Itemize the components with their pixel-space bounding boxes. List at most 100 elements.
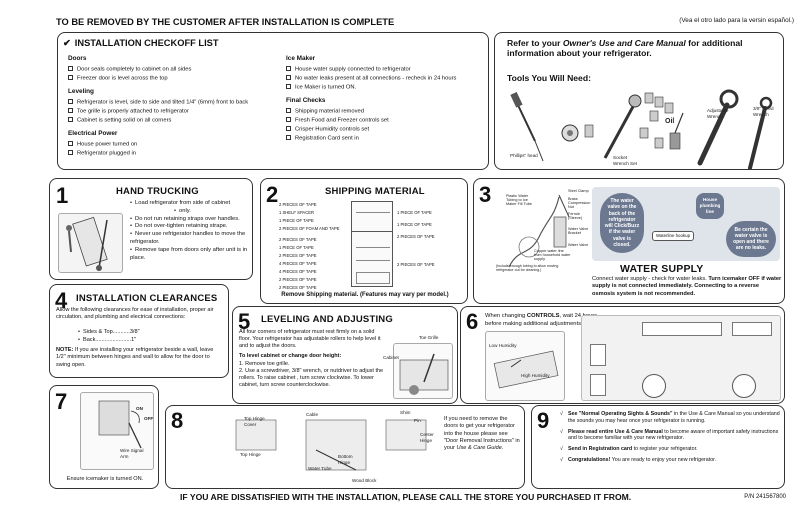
water-supply-text: Connect water supply - check for water l…: [592, 276, 782, 297]
check-item[interactable]: No water leaks present at all connection…: [286, 75, 486, 83]
tools-panel: Refer to your Owner's Use and Care Manua…: [494, 32, 784, 170]
check-item[interactable]: Door seals completely to cabinet on all …: [68, 66, 293, 74]
doors-heading: Doors: [68, 55, 87, 62]
checkbox[interactable]: [286, 75, 291, 81]
step-3-panel: 3 Plastic Water Tubing to Ice Maker Fill…: [473, 178, 785, 304]
door-label: Shim: [400, 410, 411, 415]
waterline-hookup-label: Waterline hookup: [652, 231, 695, 241]
screwdriver-icon: [510, 91, 544, 162]
check-item[interactable]: Toe grille is properly attached to refri…: [68, 107, 293, 116]
checkbox[interactable]: [68, 149, 73, 155]
step-2-panel: 2 SHIPPING MATERIAL 2 PIECES OF TAPE 1 S…: [260, 178, 468, 304]
final-heading: Final Checks: [286, 96, 326, 104]
door-label: Top Hinge Cover: [244, 416, 265, 427]
step-7-panel: 7 ON OFF Wire Signal Arm Ensure icemaker…: [49, 385, 159, 489]
water-supply-title: WATER SUPPLY: [620, 263, 704, 275]
valve-click-bubble: The water valve on the back of the refri…: [600, 193, 644, 253]
step-number: 5: [238, 309, 251, 334]
final-steps-list: √See "Normal Operating Sights & Sounds" …: [560, 411, 780, 463]
door-label: Pin: [414, 418, 421, 423]
check-item[interactable]: Registration Card sent in: [286, 134, 486, 143]
door-label: Water Tube: [308, 466, 332, 471]
step-number: 2: [266, 182, 279, 207]
controls-text: When changing CONTROLS, wait 24 hours be…: [485, 313, 598, 327]
checkbox[interactable]: [68, 140, 73, 146]
adjustable-label: Adjustable Wrench: [707, 108, 729, 119]
control-panel-illustration: [581, 315, 781, 401]
off-label: OFF: [144, 416, 154, 421]
socket-icon: [561, 124, 594, 142]
door-label: Cable: [306, 412, 319, 417]
humidity-control-illustration: [485, 331, 565, 401]
clearances-note: NOTE: If you are installing your refrige…: [56, 347, 214, 368]
door-label: Center Hinge: [420, 432, 434, 443]
house-plumbing-bubble: House plumbing line: [696, 193, 724, 219]
water-label: Water Valve Bracket: [568, 227, 589, 236]
step-title: INSTALLATION CLEARANCES: [76, 293, 218, 304]
checklist-title-row: ✔INSTALLATION CHECKOFF LIST: [63, 38, 219, 50]
cabinet-label: Cabinet: [383, 355, 399, 360]
step-4-panel: 4 INSTALLATION CLEARANCES Allow the foll…: [49, 284, 229, 378]
check-item[interactable]: House power turned on: [68, 140, 293, 149]
leveling-heading: Leveling: [68, 87, 94, 95]
oil-can-icon: [669, 112, 684, 150]
checkbox[interactable]: [286, 125, 291, 131]
water-label: Ferrule (Sleeve): [568, 212, 583, 221]
checkbox[interactable]: [286, 134, 291, 140]
spanish-note: (Vea el otro lado para la versin español…: [679, 17, 794, 24]
tools-heading: Tools You Will Need:: [507, 73, 591, 83]
footer-text: IF YOU ARE DISSATISFIED WITH THE INSTALL…: [180, 492, 632, 502]
step-number: 4: [55, 288, 68, 313]
checkbox[interactable]: [68, 98, 73, 104]
checkbox[interactable]: [68, 75, 73, 81]
step-title: HAND TRUCKING: [116, 186, 199, 197]
check-item[interactable]: Freezer door is level across the top: [68, 75, 293, 83]
water-label: Water Valve: [568, 243, 589, 247]
fixed-wrench-icon: [748, 96, 773, 169]
clearance-list: Sides & Top...........3/8" Back.........…: [78, 329, 140, 345]
water-line-illustration: [499, 187, 587, 273]
check-item[interactable]: Refrigerator is level, side to side and …: [68, 98, 293, 107]
checkbox[interactable]: [286, 66, 291, 71]
water-label: Copper water line from household water s…: [534, 249, 571, 262]
shipping-caption: Remove Shipping material. (Features may …: [281, 292, 449, 298]
phillips-label: Phillips" head: [510, 153, 538, 158]
check-item[interactable]: Ice Maker is turned ON.: [286, 84, 486, 92]
water-label: (Include enough tubing to allow moving r…: [496, 264, 559, 272]
checkbox[interactable]: [68, 116, 73, 122]
step-title: LEVELING AND ADJUSTING: [261, 314, 393, 325]
fixed-label: 3/8" Fixed Wrench: [753, 106, 774, 117]
checklist-col-left: Doors Door seals completely to cabinet o…: [68, 55, 293, 159]
check-item[interactable]: Cabinet is setting solid on all corners: [68, 116, 293, 125]
check-item[interactable]: Fresh Food and Freezer controls set: [286, 116, 486, 125]
icemaker-caption: Ensure icemaker is turned ON.: [66, 476, 144, 482]
roller-illustration: [393, 343, 453, 399]
step-number: 6: [466, 309, 479, 334]
door-removal-text: If you need to remove the doors to get y…: [444, 416, 520, 452]
shipping-left-labels: 2 PIECES OF TAPE 1 SHELF SPACER 1 PIECE …: [279, 202, 340, 290]
socket-wrench-icon: [603, 92, 674, 159]
check-item[interactable]: Shipping material removed: [286, 107, 486, 116]
checkbox[interactable]: [286, 107, 291, 113]
step-title: SHIPPING MATERIAL: [325, 186, 425, 197]
icemaker-illustration: [80, 392, 154, 470]
step-number: 9: [537, 408, 550, 433]
water-label: Plastic Water Tubing to Ice Maker Fill T…: [506, 194, 532, 207]
step-8-panel: 8 Top Hinge Cover Cable Shim Pin Center …: [165, 405, 525, 489]
on-label: ON: [136, 406, 143, 411]
check-item[interactable]: Crisper Humidity controls set: [286, 125, 486, 134]
checkbox[interactable]: [68, 66, 73, 71]
checklist-col-right: Ice Maker House water supply connected t…: [286, 55, 486, 144]
high-humidity-label: High Humidity: [521, 373, 550, 378]
checkbox[interactable]: [286, 84, 291, 90]
step-1-panel: 1 HAND TRUCKING Load refrigerator from s…: [49, 178, 253, 280]
step-number: 1: [56, 183, 69, 208]
check-item[interactable]: House water supply connected to refriger…: [286, 66, 486, 74]
checkbox[interactable]: [286, 116, 291, 122]
toe-grille-label: Toe Grille: [419, 335, 439, 340]
check-item[interactable]: Refrigerator plugged in: [68, 149, 293, 158]
water-label: Brass Compression Nut: [568, 197, 591, 210]
check-mark-icon: ✔: [63, 38, 71, 48]
power-heading: Electrical Power: [68, 129, 118, 137]
checkbox[interactable]: [68, 107, 73, 113]
